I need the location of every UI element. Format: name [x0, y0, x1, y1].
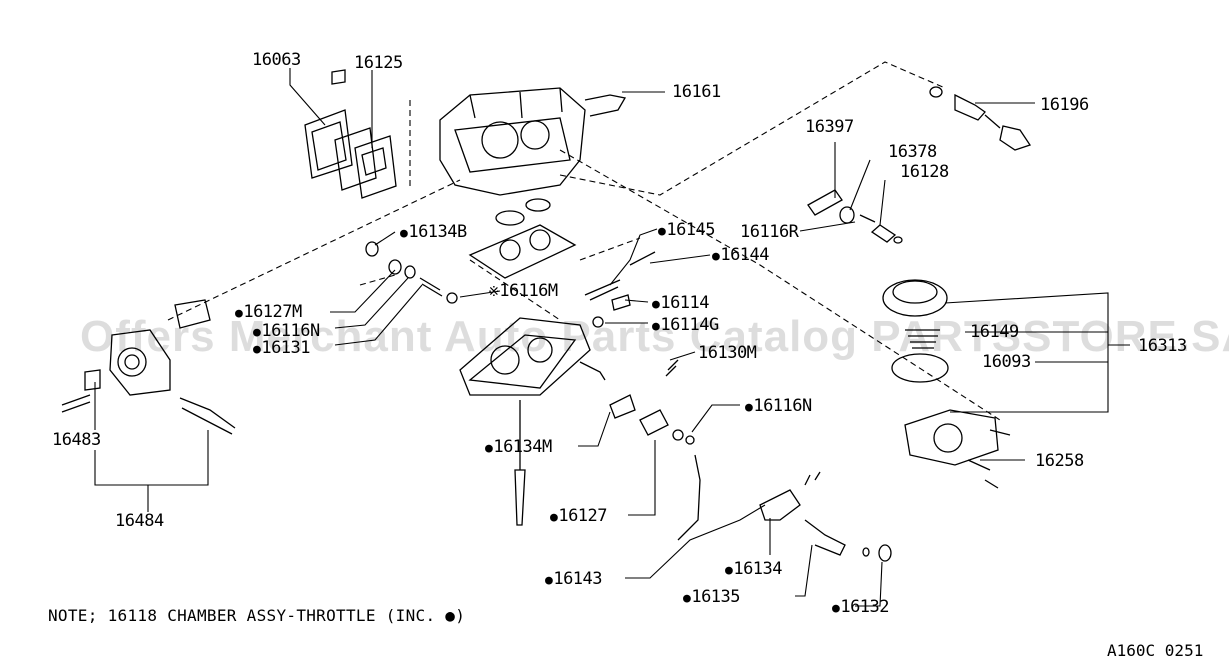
part-label-16128: 16128	[900, 162, 949, 182]
part-label-16145: 16145	[658, 221, 715, 241]
diagram-note: NOTE; 16118 CHAMBER ASSY-THROTTLE (INC. …	[48, 606, 466, 625]
part-label-16116M: 16116M	[488, 282, 558, 301]
part-label-16196: 16196	[1040, 95, 1089, 115]
part-label-16134B: 16134B	[400, 223, 467, 243]
part-label-16483: 16483	[52, 430, 101, 450]
part-label-16313: 16313	[1138, 336, 1187, 356]
part-label-16114: 16114	[652, 294, 709, 314]
diaphragm-housing	[882, 279, 1011, 489]
part-label-16127M: 16127M	[235, 303, 302, 323]
part-label-16131: 16131	[253, 339, 310, 359]
part-label-16116R: 16116R	[740, 222, 799, 242]
part-label-16378: 16378	[888, 142, 937, 162]
cover-gasket-parts	[304, 69, 397, 199]
throttle-chamber	[459, 317, 606, 526]
part-label-16144: 16144	[712, 246, 769, 266]
left-solenoid-assembly	[61, 299, 236, 435]
part-label-16484: 16484	[115, 511, 164, 531]
part-label-16130M: 16130M	[698, 343, 757, 363]
part-label-16116N-right: 16116N	[745, 397, 812, 417]
bracket-assembly-right	[807, 189, 903, 244]
part-label-16093: 16093	[982, 352, 1031, 372]
leader-lines	[94, 68, 1130, 607]
screws-springs-washers	[365, 241, 679, 377]
part-label-16134M: 16134M	[485, 438, 552, 458]
part-label-16125: 16125	[354, 53, 403, 73]
part-label-16161: 16161	[672, 82, 721, 102]
part-label-16143: 16143	[545, 570, 602, 590]
linkage-rods-levers	[609, 394, 892, 562]
part-label-16116N-left: 16116N	[253, 322, 320, 342]
part-label-16397: 16397	[805, 117, 854, 137]
part-label-16135: 16135	[683, 588, 740, 608]
part-label-16258: 16258	[1035, 451, 1084, 471]
part-label-16134: 16134	[725, 560, 782, 580]
part-label-16132: 16132	[832, 598, 889, 618]
diagram-code: A160C 0251	[1107, 641, 1204, 660]
gasket-set	[468, 198, 577, 279]
part-label-16127: 16127	[550, 507, 607, 527]
part-label-16149: 16149	[970, 322, 1019, 342]
sensor-assembly-right	[929, 86, 1032, 151]
part-label-16063: 16063	[252, 50, 301, 70]
part-label-16114G: 16114G	[652, 316, 719, 336]
carburetor-upper-body	[439, 87, 627, 196]
